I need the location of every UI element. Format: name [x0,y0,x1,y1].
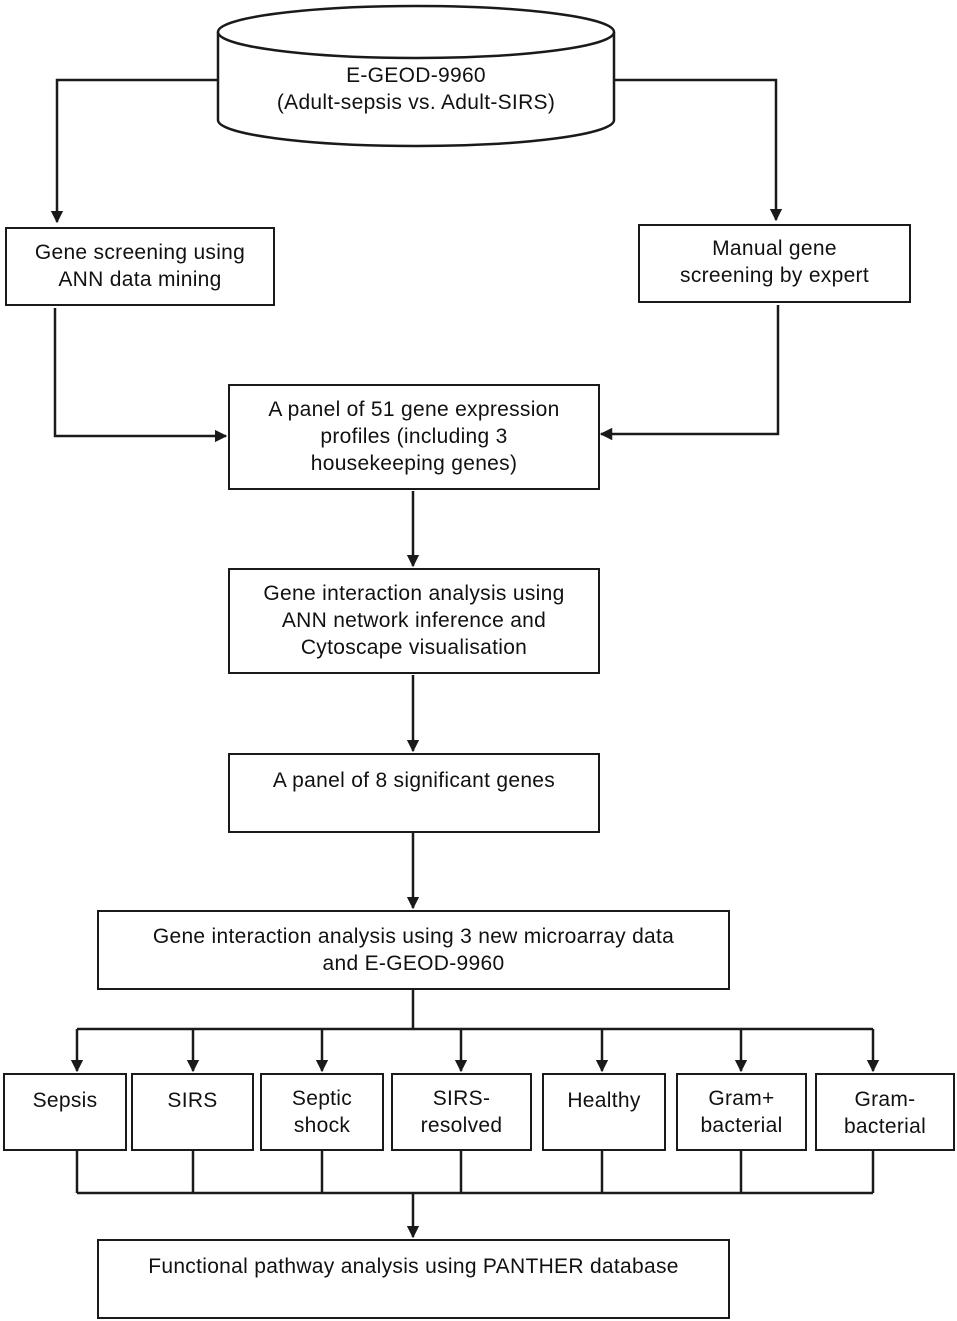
category-gram-positive: Gram+ bacterial [676,1073,807,1151]
category-gram-positive-line2: bacterial [700,1114,783,1137]
category-sirs-resolved-line2: resolved [420,1114,503,1137]
panel51-line3: housekeeping genes) [310,452,518,475]
panel51-line2: profiles (including 3 [320,425,508,448]
manual-screening-line2: screening by expert [680,264,869,287]
panel8-line1: A panel of 8 significant genes [272,769,556,792]
manual-screening-line1: Manual gene [712,237,837,260]
interaction1-line3: Cytoscape visualisation [300,636,528,659]
interaction1-box: Gene interaction analysis using ANN netw… [228,568,600,674]
panel51-line1: A panel of 51 gene expression [268,398,560,421]
interaction1-line1: Gene interaction analysis using [263,582,565,605]
category-healthy-line1: Healthy [567,1089,641,1112]
arrow-db-to-manual [614,78,783,222]
category-sepsis-line1: Sepsis [32,1089,98,1112]
category-gram-positive-line1: Gram+ [708,1087,775,1110]
ann-screening-box: Gene screening using ANN data mining [5,227,275,306]
database-label: E-GEOD-9960 (Adult-sepsis vs. Adult-SIRS… [218,62,614,116]
category-sepsis: Sepsis [3,1073,127,1151]
category-septic-shock-line1: Septic [291,1087,353,1110]
category-sirs-resolved-line1: SIRS- [432,1087,491,1110]
category-healthy: Healthy [542,1073,666,1151]
ann-screening-line1: Gene screening using [34,241,246,264]
arrow-db-to-ann [50,78,218,224]
arrow-ann-to-panel51 [53,308,228,443]
category-sirs: SIRS [131,1073,254,1151]
category-sirs-line1: SIRS [167,1089,218,1112]
interaction2-line1: Gene interaction analysis using 3 new mi… [152,925,675,948]
manual-screening-box: Manual gene screening by expert [638,224,911,303]
pathway-box: Functional pathway analysis using PANTHE… [97,1239,730,1319]
ann-screening-line2: ANN data mining [58,268,222,291]
arrow-manual-to-panel51 [599,305,780,441]
panel8-box: A panel of 8 significant genes [228,753,600,833]
category-gram-negative: Gram-bacterial [815,1073,955,1151]
database-cylinder [216,4,616,148]
category-gram-negative-line1: Gram- [854,1088,916,1111]
panel51-box: A panel of 51 gene expression profiles (… [228,384,600,490]
pathway-line1: Functional pathway analysis using PANTHE… [148,1255,679,1278]
category-sirs-resolved: SIRS-resolved [391,1073,532,1151]
category-gram-negative-line2: bacterial [843,1115,927,1138]
interaction1-line2: ANN network inference and [281,609,547,632]
interaction2-box: Gene interaction analysis using 3 new mi… [97,910,730,990]
database-comparison: (Adult-sepsis vs. Adult-SIRS) [276,91,556,114]
category-septic-shock: Septic shock [260,1073,384,1151]
database-name: E-GEOD-9960 [346,64,486,87]
category-septic-shock-line2: shock [293,1114,351,1137]
interaction2-line2: and E-GEOD-9960 [322,952,505,975]
